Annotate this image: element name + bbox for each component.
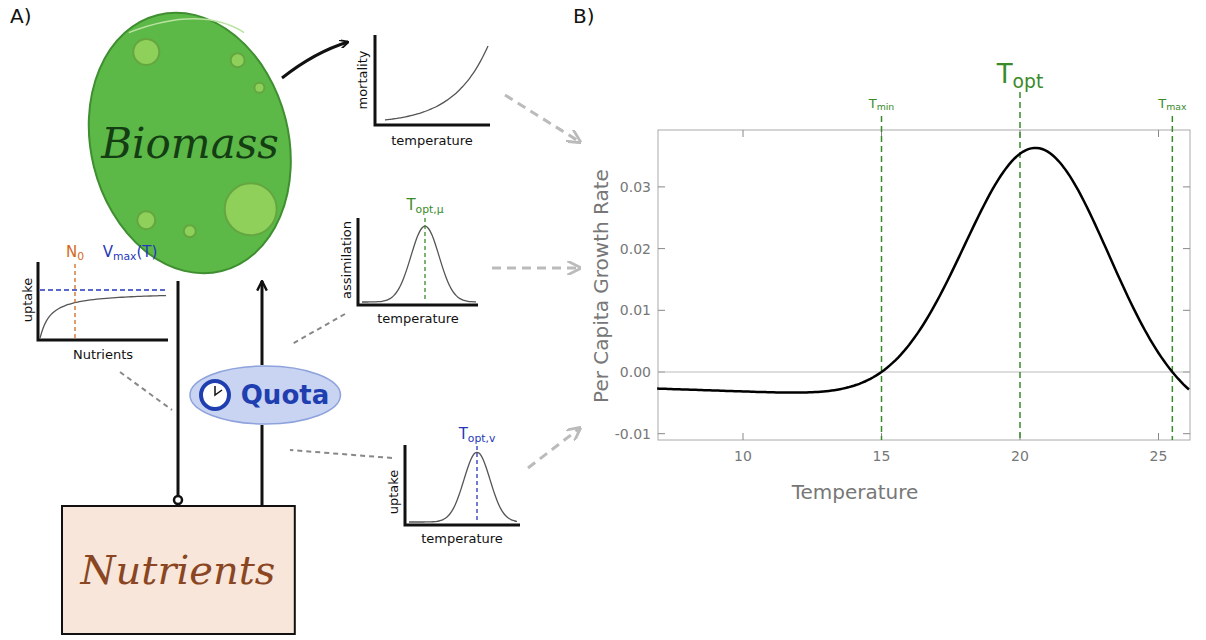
panel-letter: A)	[10, 4, 31, 28]
tick	[658, 433, 665, 434]
connector	[261, 281, 264, 365]
tick-label: 0.00	[620, 364, 651, 380]
axis-title: Per Capita Growth Rate	[589, 169, 613, 403]
mortality-axes	[375, 35, 490, 125]
parameter-label: Vmax(T)	[103, 243, 158, 261]
threshold-label: Tmax	[1158, 96, 1186, 111]
uptake-temperature-curve	[409, 452, 517, 522]
tick	[743, 130, 744, 137]
n0-line	[74, 264, 75, 338]
biomass-outline	[62, 0, 318, 295]
biomass-blob: Biomass	[81, 5, 299, 281]
axis-label: mortality	[355, 50, 370, 109]
uptake-optimum-line	[476, 446, 477, 522]
nutrient-box: Nutrients	[61, 505, 296, 635]
cell-spot	[231, 53, 245, 67]
plot-frame	[658, 130, 1190, 440]
tick	[1183, 248, 1190, 249]
node-label: Nutrients	[81, 547, 276, 593]
axis-title: Temperature	[792, 480, 919, 504]
flow-arrow	[492, 267, 580, 270]
growth-curve	[657, 148, 1189, 393]
connector	[177, 281, 180, 505]
tick-label: 0.02	[620, 241, 651, 257]
tick	[1183, 186, 1190, 187]
tick-label: 15	[873, 448, 891, 464]
zero-line	[658, 372, 1190, 373]
uptake-nutrient-curve	[40, 296, 166, 338]
axis-label: Nutrients	[73, 347, 133, 362]
axis-label: temperature	[377, 311, 459, 326]
flow-arrow	[505, 95, 580, 142]
threshold-label: Tmin	[869, 96, 895, 111]
tick-label: -0.01	[615, 426, 651, 442]
tick	[658, 310, 665, 311]
assimilation-curve	[362, 226, 476, 302]
cell-spot	[255, 83, 265, 93]
parameter-label: Topt,v	[459, 425, 496, 443]
cell-spot	[133, 39, 159, 65]
leader-line	[120, 372, 172, 410]
leader-line	[292, 314, 345, 344]
axis-label: assimilation	[339, 221, 354, 299]
connector	[261, 425, 264, 505]
cell-spot	[225, 183, 277, 235]
threshold-label: Topt	[997, 59, 1044, 89]
node-label: Biomass	[101, 119, 279, 168]
uptake-nutrient-axes	[38, 262, 168, 340]
cell-spot	[184, 225, 196, 237]
tick	[658, 248, 665, 249]
tick-label: 10	[734, 448, 752, 464]
node-label: Quota	[241, 380, 329, 410]
threshold-line	[1172, 116, 1174, 440]
tick	[1158, 433, 1159, 440]
quota-outline	[190, 366, 340, 424]
nutrient-outline	[62, 506, 295, 634]
parameter-label: Topt,μ	[406, 196, 443, 214]
axis-label: temperature	[421, 531, 503, 546]
tick-label: 25	[1150, 448, 1168, 464]
mortality-arrow	[282, 42, 348, 78]
parameter-label: N0	[66, 243, 84, 261]
tick	[1183, 310, 1190, 311]
threshold-line	[1019, 92, 1021, 440]
mortality-curve	[385, 46, 488, 120]
tick	[1183, 433, 1190, 434]
clock-icon	[201, 381, 229, 409]
axis-label: uptake	[386, 470, 401, 515]
cell-spot	[137, 211, 155, 229]
panel-letter: B)	[573, 4, 595, 28]
assimilation-optimum-line	[424, 218, 425, 302]
tick-label: 20	[1011, 448, 1029, 464]
tick	[658, 186, 665, 187]
vmax-line	[40, 289, 168, 290]
tick-label: 0.01	[620, 302, 651, 318]
quota-blob: Quota	[189, 365, 341, 425]
tick	[1158, 130, 1159, 137]
tick-label: 0.03	[620, 179, 651, 195]
highlight	[129, 19, 244, 33]
flow-arrow	[528, 428, 580, 468]
assimilation-axes	[358, 218, 478, 305]
axis-label: temperature	[391, 133, 473, 148]
axis-label: uptake	[20, 278, 35, 323]
uptake-temperature-axes	[405, 445, 520, 525]
leader-line	[290, 450, 392, 458]
tick	[743, 433, 744, 440]
threshold-line	[881, 116, 883, 440]
clock-hands	[215, 386, 222, 395]
